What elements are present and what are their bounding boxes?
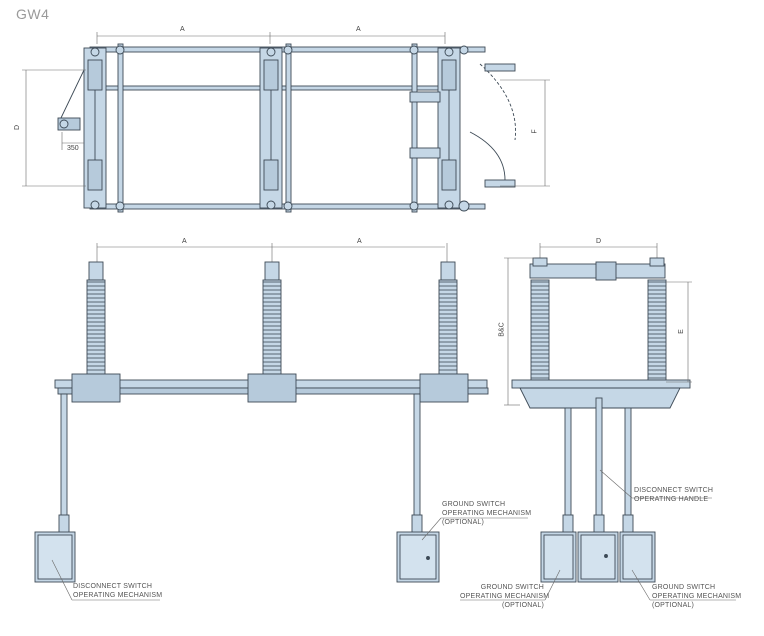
dim-bc: B&C: [498, 322, 506, 337]
dim-a-top-2: A: [356, 26, 361, 33]
dim-350: 350: [67, 145, 79, 152]
dim-d-top: D: [14, 124, 22, 131]
label-operating-handle: DISCONNECT SWITCH OPERATING HANDLE: [634, 487, 714, 503]
front-view: [34, 243, 528, 601]
label-ground-mechanism-side-left: GROUND SWITCH OPERATING MECHANISM (OPTIO…: [460, 584, 550, 609]
diagram-title: GW4: [16, 6, 50, 22]
dim-a-front-2: A: [357, 238, 362, 245]
dim-a-front-1: A: [182, 238, 187, 245]
label-ground-mechanism-front: GROUND SWITCH OPERATING MECHANISM (OPTIO…: [442, 501, 532, 526]
label-disconnect-mechanism: DISCONNECT SWITCH OPERATING MECHANISM: [73, 583, 163, 599]
pole-3: [437, 47, 461, 210]
top-view: [22, 32, 550, 213]
insulator-1: [86, 261, 106, 381]
label-ground-mechanism-side-right: GROUND SWITCH OPERATING MECHANISM (OPTIO…: [652, 584, 742, 609]
dim-d-side: D: [596, 238, 602, 245]
dim-f: F: [531, 129, 539, 134]
dim-e: E: [677, 329, 685, 334]
insulator-2: [262, 261, 282, 381]
pole-2: [259, 47, 283, 210]
side-view: [460, 243, 736, 601]
dim-a-top-1: A: [180, 26, 185, 33]
pole-1: [83, 47, 107, 210]
insulator-3: [438, 261, 458, 381]
